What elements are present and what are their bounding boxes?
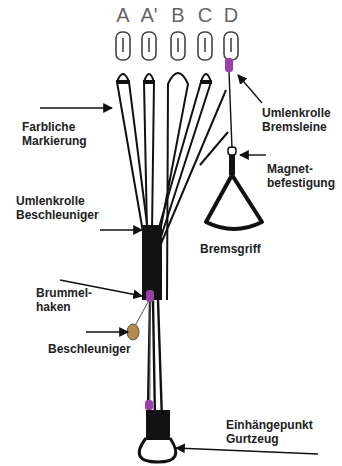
part-label: Umlenkrolle Beschleuniger: [16, 194, 114, 222]
magnet-sleeve: [229, 155, 235, 175]
brake-pulley: [225, 58, 233, 72]
part-label: Brummel- haken: [36, 286, 98, 314]
lower-pulley: [145, 400, 153, 410]
colour-markings: [116, 80, 212, 84]
part-label: Beschleuniger: [48, 342, 140, 356]
line-letter: D: [219, 4, 243, 26]
bottom-binding: [146, 410, 170, 440]
riser-straps: [117, 73, 228, 300]
part-label: Magnet- befestigung: [267, 162, 339, 190]
line-letter: A: [111, 4, 135, 26]
brummel-hook: [127, 324, 139, 340]
hook-line: [135, 302, 148, 326]
accelerator-line: [150, 300, 151, 410]
part-label: Umlenkrolle Bremsleine: [262, 106, 338, 134]
magnet: [228, 147, 236, 155]
part-label: Farbliche Markierung: [22, 120, 114, 148]
line-letter: A': [137, 4, 161, 26]
line-letter: C: [193, 4, 217, 26]
brake-handle: [206, 175, 262, 229]
maillons: [116, 32, 238, 60]
binding: [142, 225, 162, 300]
part-label: Bremsgriff: [200, 242, 280, 256]
line-letter: B: [166, 4, 190, 26]
harness-loop: [139, 438, 176, 462]
part-label: Einhängepunkt Gurtzeug: [226, 418, 330, 446]
accelerator-pulley: [146, 290, 154, 302]
brake-line: [229, 72, 232, 148]
